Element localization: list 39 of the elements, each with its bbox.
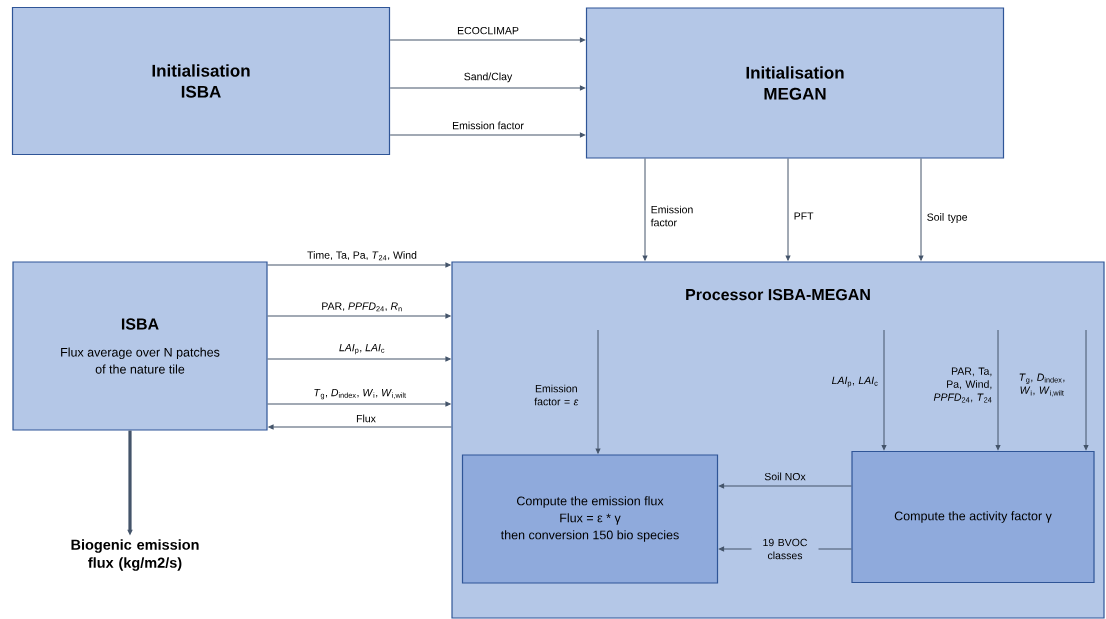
edge-label: ECOCLIMAP: [457, 26, 519, 35]
arrow: [389, 85, 586, 91]
arrow: [267, 313, 451, 319]
edge-label: PFT: [794, 212, 814, 220]
arrow: [1083, 329, 1089, 451]
arrow: [995, 329, 1001, 451]
arrow: [268, 424, 452, 430]
process-box: Initialisation MEGAN: [585, 7, 1005, 159]
arrow: [267, 401, 451, 407]
edge-label: T$_{g}$, D$_{index}$, W$_{i}$, W$_{i,wilt}$: [1019, 373, 1065, 397]
edge-label: 19 BVOC classes: [751, 537, 819, 561]
edge-label: Emission factor: [453, 121, 524, 130]
arrow: [918, 158, 924, 261]
arrow: [881, 329, 887, 451]
edge-label: PAR, Ta, Pa, Wind, PPFD$_{24}$, T$_{24}$: [933, 367, 992, 403]
arrow: [642, 158, 648, 261]
arrow: [389, 37, 586, 43]
edge-label: Time, Ta, Pa, T$_{24}$, Wind: [307, 251, 417, 261]
edge-label: Soil NOx: [764, 472, 806, 481]
edge-label: T$_{g}$, D$_{index}$, W$_{i}$, W$_{i,wilt}$: [314, 388, 407, 400]
process-box: ISBA Flux average over N patches of the nature tile: [12, 261, 268, 431]
arrow: [785, 158, 791, 261]
edge-label: Emission factor = ε: [534, 384, 579, 406]
arrow: [267, 356, 451, 362]
process-box: Initialisation ISBA: [11, 6, 391, 156]
edge-label: Sand/Clay: [464, 72, 513, 83]
edge-label: LAI$_{p}$, LAI$_{c}$: [339, 343, 385, 355]
arrow: [718, 483, 852, 489]
edge-label: Emission factor: [650, 205, 693, 227]
arrow: [267, 262, 451, 268]
edge-label: PAR, PPFD$_{24}$, R$_{n}$: [322, 302, 402, 312]
edge-label: Flux: [356, 414, 376, 423]
arrow: [389, 132, 586, 138]
process-box: Compute the activity factor γ: [851, 450, 1095, 584]
edge-label: Soil type: [927, 213, 968, 223]
process-box: Compute the emission flux Flux = ε * γ then conversion 150 bio species: [461, 454, 719, 584]
output-text: Biogenic emission flux (kg/m2/s): [71, 539, 199, 571]
edge-label: LAI$_{p}$, LAI$_{c}$: [831, 376, 878, 388]
arrow: [595, 329, 601, 454]
